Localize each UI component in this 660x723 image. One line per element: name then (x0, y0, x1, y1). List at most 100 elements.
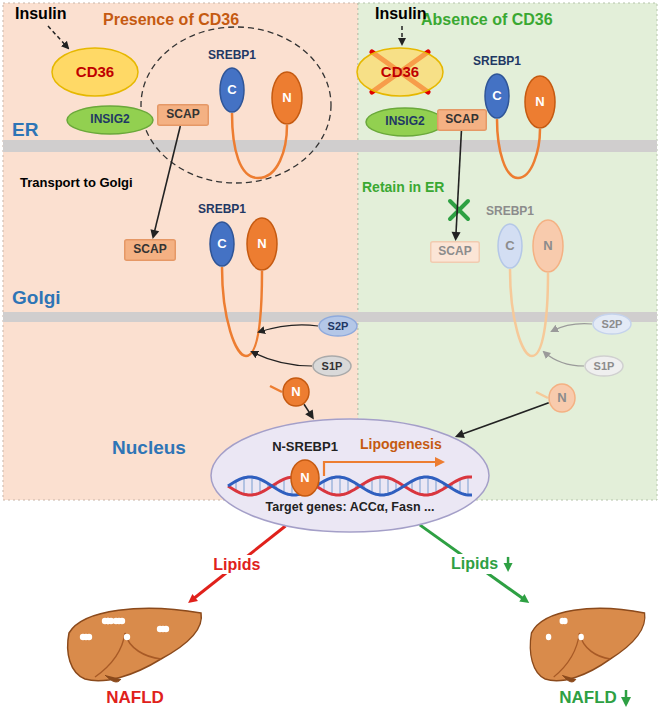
shape-outline (67, 106, 153, 134)
helix-rung (347, 479, 349, 493)
node-text: NAFLD (106, 689, 164, 708)
text-holder: S1P (312, 355, 352, 377)
connector-arrow (150, 126, 180, 239)
node-text: INSIG2 (90, 113, 129, 126)
node-heading: SREBP1 (198, 203, 246, 216)
node-heading: SREBP1 (473, 55, 521, 68)
helix-rung (371, 479, 373, 493)
helix-rung (419, 478, 421, 494)
text-holder: S1P (584, 355, 624, 377)
arrow-head (305, 409, 314, 419)
lipogenesis-arrow (324, 462, 442, 476)
fat-droplet (124, 634, 130, 640)
srebp-loop (232, 113, 287, 178)
node-text: S2P (602, 318, 623, 330)
node-text: Lipogenesis (360, 437, 442, 452)
node-text: SCAP (438, 245, 471, 258)
srebp-loop (510, 269, 548, 356)
liver-figure: NAFLD (528, 603, 648, 687)
arrow-head (452, 232, 461, 241)
node-heading: SREBP1 (208, 49, 256, 62)
helix-rung (379, 477, 381, 495)
text-holder: SCAP (437, 109, 487, 131)
domain-ellipse: N (532, 219, 564, 273)
shape-outline (313, 356, 351, 376)
node-heading: Nucleus (112, 438, 186, 459)
text-holder: CD36 (356, 47, 444, 97)
domain-ellipse: NN-SREBP1 (290, 459, 320, 497)
shape-outline (52, 48, 138, 96)
shape-outline (247, 218, 277, 270)
node-heading: N-SREBP1 (272, 440, 338, 454)
gallbladder (562, 675, 576, 682)
shape-outline (68, 608, 202, 680)
text-holder (210, 418, 490, 533)
text-holder: N (524, 75, 556, 129)
shape-outline (125, 240, 176, 261)
protease-arrow (259, 325, 318, 332)
text-holder: SCAP (124, 239, 176, 261)
shape-outline (357, 48, 443, 96)
stimulus-label: Insulin (375, 5, 427, 23)
protein-box: SCAP (430, 241, 480, 263)
shape-outline (533, 220, 563, 272)
node-text: S2P (328, 320, 349, 332)
text-holder: C (484, 73, 510, 119)
stimulus-label: Insulin (15, 5, 67, 23)
domain-ellipse: CSREBP1 (209, 221, 235, 267)
node-heading: SREBP1 (486, 205, 534, 218)
connector-arrow (420, 525, 529, 603)
insulin-arrow (48, 26, 68, 48)
text-holder: SCAP (430, 241, 480, 263)
panel: Absence of CD36CD36INSIG2SCAPCSREBP1NSCA… (359, 3, 657, 500)
node-text: N (291, 385, 300, 399)
node-text: N (282, 91, 291, 105)
text-holder: SCAP (157, 104, 209, 126)
receptor-ellipse: CD36 (51, 47, 139, 97)
helix-rung (259, 479, 261, 493)
receptor-ellipse: CD36 (356, 47, 444, 97)
text-holder: N (246, 217, 278, 271)
domain-ellipse: N (282, 377, 310, 407)
domain-ellipse: CSREBP1 (497, 223, 523, 269)
connector-line (420, 525, 525, 600)
node-text: C (492, 89, 501, 103)
node-shape (528, 603, 648, 687)
text-holder: CD36 (51, 47, 139, 97)
fat-droplet (163, 626, 169, 632)
cross-mark (450, 201, 468, 219)
dna-helix (228, 477, 472, 495)
domain-ellipse: N (246, 217, 278, 271)
helix-rung (467, 477, 469, 495)
shape-outline (291, 460, 319, 496)
text-holder: C (497, 223, 523, 269)
text-holder: N (290, 459, 320, 497)
protease-ellipse: S2P (592, 313, 632, 335)
connector-arrow (188, 526, 285, 603)
text-holder: INSIG2 (66, 105, 154, 135)
srebp-loop (497, 119, 540, 178)
arrow-head (188, 594, 198, 603)
helix-rung (251, 477, 253, 495)
nucleus-ground (211, 419, 489, 532)
node-text: CD36 (381, 64, 419, 81)
node-text: Presence of CD36 (103, 11, 239, 29)
liver-figure: NAFLD (65, 603, 205, 687)
shape-outline (366, 108, 444, 136)
protease-ellipse: S1P (312, 355, 352, 377)
shape-outline (210, 222, 234, 266)
shape-outline (498, 224, 522, 268)
fat-droplet (108, 618, 114, 624)
process-label: Transport to Golgi (20, 176, 133, 190)
text-holder: INSIG2 (365, 107, 445, 137)
text-holder (65, 603, 205, 687)
domain-ellipse: CSREBP1 (219, 67, 245, 113)
fat-droplet (116, 618, 122, 624)
node-text: N (300, 471, 309, 485)
helix-rung (331, 478, 333, 494)
organelle-label: ER (12, 120, 38, 141)
decrease-arrow (625, 690, 628, 704)
text-holder: S2P (592, 313, 632, 335)
shape-outline (211, 419, 489, 532)
node-text: N (543, 239, 552, 253)
